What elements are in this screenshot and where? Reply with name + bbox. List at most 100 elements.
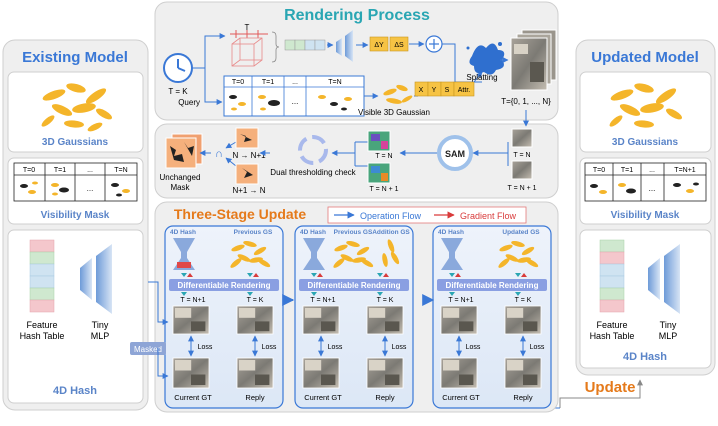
right-visibility-mask: T=0 T=1 ... T=N+1 ... <box>584 162 707 202</box>
right-mask-header-0: T=0 <box>593 167 605 174</box>
right-tiny-mlp-icon <box>648 244 680 314</box>
stage-3-differentiable-rendering <box>437 279 547 291</box>
add-icon <box>425 35 443 53</box>
stage-2-loss-left: Loss <box>328 344 343 351</box>
left-mask-header-3: T=N <box>114 167 127 174</box>
right-mlp-label-1: Tiny <box>660 320 677 330</box>
n1-to-n-label: N+1 → N <box>232 186 265 195</box>
left-mask-header-1: T=1 <box>54 167 66 174</box>
left-mlp-label-2: MLP <box>91 331 110 341</box>
seg-t-n1-label: T = N + 1 <box>369 186 398 193</box>
visible-gaussian-icon <box>383 84 413 104</box>
stage-2-addition-gaussians-icon <box>382 239 400 267</box>
svg-text:...: ... <box>649 184 656 193</box>
frame-header-0: T=0 <box>232 79 244 86</box>
sam-label: SAM <box>445 149 465 159</box>
right-feature-label-1: Feature <box>596 320 627 330</box>
dual-threshold-label: Dual thresholding check <box>270 168 356 177</box>
masked-badge <box>130 342 166 355</box>
stages-container: 4D Hash Previous GS Differentiable Renderi… <box>164 225 552 409</box>
left-visibility-label: Visibility Mask <box>41 210 110 221</box>
unchanged-mask-label-1: Unchanged <box>160 173 201 182</box>
stage-1-loss-right: Loss <box>262 344 277 351</box>
stage-3-hash-icon <box>441 238 463 270</box>
stage-2-extra-label: Addition GS <box>372 229 410 236</box>
left-feature-label-2: Hash Table <box>20 331 65 341</box>
left-tiny-mlp-icon <box>80 244 112 314</box>
left-hash-table <box>29 239 55 313</box>
t-equals-k-label: T = K <box>168 87 188 96</box>
intersection-icon: ∩ <box>215 148 223 160</box>
stage-3-loss-left: Loss <box>466 344 481 351</box>
stage-3-render-label: Differentiable Rendering <box>446 281 539 290</box>
left-mlp-label-1: Tiny <box>92 320 109 330</box>
segmentation-n1 <box>367 162 391 184</box>
seg-t-n-label: T = N <box>375 153 392 160</box>
query-label: Query <box>178 98 200 107</box>
stage-2-render-label: Differentiable Rendering <box>308 281 401 290</box>
stage-2-hash-label: 4D Hash <box>300 229 326 236</box>
cycle-icon <box>298 135 328 165</box>
sam-model: SAM <box>437 135 473 171</box>
mask-n1-to-n <box>235 163 259 185</box>
rendering-process-title: Rendering Process <box>284 7 430 24</box>
operation-flow-label: Operation Flow <box>360 211 422 221</box>
attr-box-attr: Attr. <box>458 87 471 94</box>
stage-3-gs-label: Updated GS <box>502 229 540 236</box>
n-to-n1-label: N → N+1 <box>232 151 266 160</box>
right-mask-header-1: T=1 <box>621 167 633 174</box>
updated-model-title: Updated Model <box>591 49 699 66</box>
stage-3-left-t: T = N+1 <box>448 297 473 304</box>
input-frame-n <box>511 128 533 148</box>
frame-header-2: ... <box>292 79 298 86</box>
unchanged-mask-label-2: Mask <box>170 183 190 192</box>
right-mlp-label-2: MLP <box>659 331 678 341</box>
splatting-label: Splatting <box>466 73 497 82</box>
stage-3-bottom-left: Current GT <box>442 393 480 402</box>
left-visibility-mask: T=0 T=1 ... T=N ... <box>13 162 138 202</box>
attr-box-s: S <box>445 87 450 94</box>
stage-3-hash-label: 4D Hash <box>438 229 464 236</box>
svg-text:...: ... <box>292 97 299 106</box>
stage-2-gs-label: Previous GS <box>334 229 373 236</box>
splatting-icon <box>466 42 505 75</box>
right-mask-header-2: ... <box>649 167 655 174</box>
update-label: Update <box>585 379 636 396</box>
input-frame-n1 <box>511 160 533 180</box>
stage-2-hash-icon <box>303 238 325 270</box>
frame-header-3: T=N <box>328 79 341 86</box>
clock-icon <box>163 53 193 83</box>
stage-3-right-t: T = K <box>515 297 532 304</box>
attribute-boxes: X Y S Attr. <box>414 81 475 97</box>
mask-n-to-n1 <box>235 127 259 149</box>
update-arrow <box>559 379 643 408</box>
time-frame-table: T=0 T=1 ... T=N ... <box>223 75 365 117</box>
stage-2-loss-right: Loss <box>392 344 407 351</box>
left-gaussians-label: 3D Gaussians <box>42 137 109 148</box>
stage-2-gaussians-icon <box>333 240 374 268</box>
masked-label: Masked <box>134 345 162 354</box>
unchanged-mask-stack <box>165 133 203 169</box>
cube-icon <box>231 37 263 67</box>
t-axis-label: T <box>245 23 250 32</box>
input-t-n1-label: T = N + 1 <box>507 185 536 192</box>
rendered-frames-stack <box>510 29 557 91</box>
delta-y-box: ΔY <box>374 42 384 49</box>
stage-2-right-t: T = K <box>377 297 394 304</box>
change-detection-panel: Unchanged Mask ∩ N → N+1 N+1 → N Dual th… <box>154 110 559 199</box>
delta-s-box: ΔS <box>394 42 404 49</box>
three-stage-title: Three-Stage Update <box>174 206 306 222</box>
right-hash-label: 4D Hash <box>623 351 667 363</box>
left-feature-label-1: Feature <box>26 320 57 330</box>
stage-1-bottom-left: Current GT <box>174 393 212 402</box>
stage-3-gaussians-icon <box>498 240 539 268</box>
left-mask-header-2: ... <box>87 167 93 174</box>
stage-3-bottom-right: Reply <box>513 393 532 402</box>
time-set-label: T={0, 1, ..., N} <box>501 97 551 106</box>
existing-model-panel: Existing Model 3D Gaussians T=0 T=1 ... … <box>2 39 149 411</box>
stage-2-bottom-right: Reply <box>375 393 394 402</box>
stage-3-loss-right: Loss <box>530 344 545 351</box>
svg-text:...: ... <box>87 184 94 193</box>
